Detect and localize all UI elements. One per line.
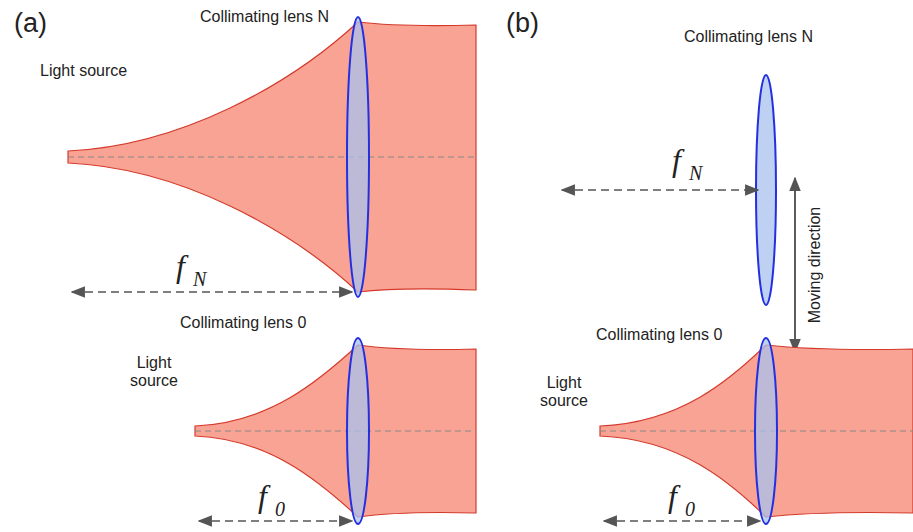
focal-symbol: f (258, 478, 267, 515)
focal-subscript: 0 (275, 498, 285, 521)
lens-label: Collimating lens N (684, 28, 813, 46)
source-label: Light source (40, 62, 127, 80)
panel-label: (b) (506, 8, 539, 39)
lens (755, 338, 777, 524)
focal-subscript: N (689, 162, 702, 185)
focal-length-arrow (562, 189, 758, 191)
source-label: Light source (538, 374, 590, 411)
direction-label: Moving direction (806, 207, 824, 324)
focal-symbol: f (672, 142, 681, 179)
focal-subscript: 0 (685, 498, 695, 521)
lens-label: Collimating lens 0 (180, 314, 306, 332)
lens (756, 75, 776, 305)
focal-length-arrow (72, 291, 352, 293)
lens (347, 17, 369, 297)
optical-axis (195, 431, 476, 432)
moving-direction-arrow (794, 178, 796, 352)
focal-length-arrow (604, 520, 760, 522)
lens-label: Collimating lens 0 (596, 326, 722, 344)
focal-symbol: f (668, 478, 677, 515)
optical-axis (68, 157, 476, 158)
focal-symbol: f (176, 248, 185, 285)
light-beam (195, 345, 476, 517)
focal-subscript: N (193, 268, 206, 291)
light-beam (68, 22, 476, 292)
source-label: Light source (128, 354, 180, 391)
focal-length-arrow (199, 520, 352, 522)
lens-label: Collimating lens N (200, 8, 329, 26)
panel-label: (a) (14, 8, 47, 39)
lens (347, 338, 369, 524)
